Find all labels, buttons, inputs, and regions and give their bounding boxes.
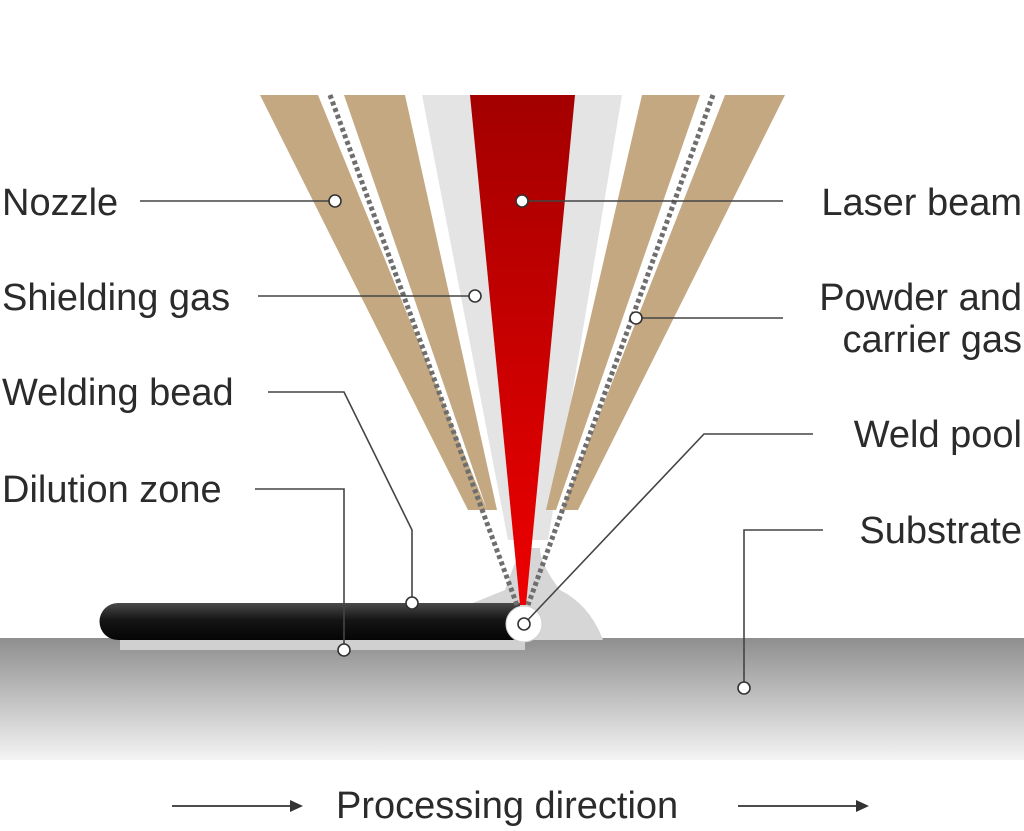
label-shielding-gas: Shielding gas <box>2 277 231 319</box>
leader-dilution-zone <box>255 488 345 650</box>
label-processing-direction: Processing direction <box>336 785 679 827</box>
label-welding-bead: Welding bead <box>2 372 234 414</box>
marker-weld-pool <box>517 617 531 631</box>
marker-shielding-gas <box>468 289 482 303</box>
leader-substrate <box>743 529 823 688</box>
marker-welding-bead <box>405 596 419 610</box>
leader-weld-pool <box>523 433 813 625</box>
label-substrate: Substrate <box>859 510 1022 552</box>
label-weld-pool: Weld pool <box>853 414 1022 456</box>
nozzle-right-outer <box>562 95 785 510</box>
marker-nozzle <box>328 194 342 208</box>
nozzle-left-inner <box>344 95 497 510</box>
welding-bead <box>99 603 520 640</box>
label-powder-line1: Powder and <box>819 277 1022 319</box>
laser-beam <box>470 95 575 605</box>
marker-dilution-zone <box>337 643 351 657</box>
marker-powder <box>629 311 643 325</box>
label-powder-line2: carrier gas <box>842 319 1023 361</box>
marker-substrate <box>737 681 751 695</box>
label-laser-beam: Laser beam <box>821 182 1022 224</box>
marker-laser-beam <box>515 194 529 208</box>
nozzle-left-outer <box>260 95 487 510</box>
nozzle-right-inner <box>546 95 700 510</box>
substrate <box>0 638 1024 760</box>
label-nozzle: Nozzle <box>2 182 119 224</box>
label-dilution-zone: Dilution zone <box>2 469 222 511</box>
direction-arrowhead-left <box>290 800 303 812</box>
leader-welding-bead <box>268 391 413 603</box>
direction-arrowhead-right <box>856 800 869 812</box>
